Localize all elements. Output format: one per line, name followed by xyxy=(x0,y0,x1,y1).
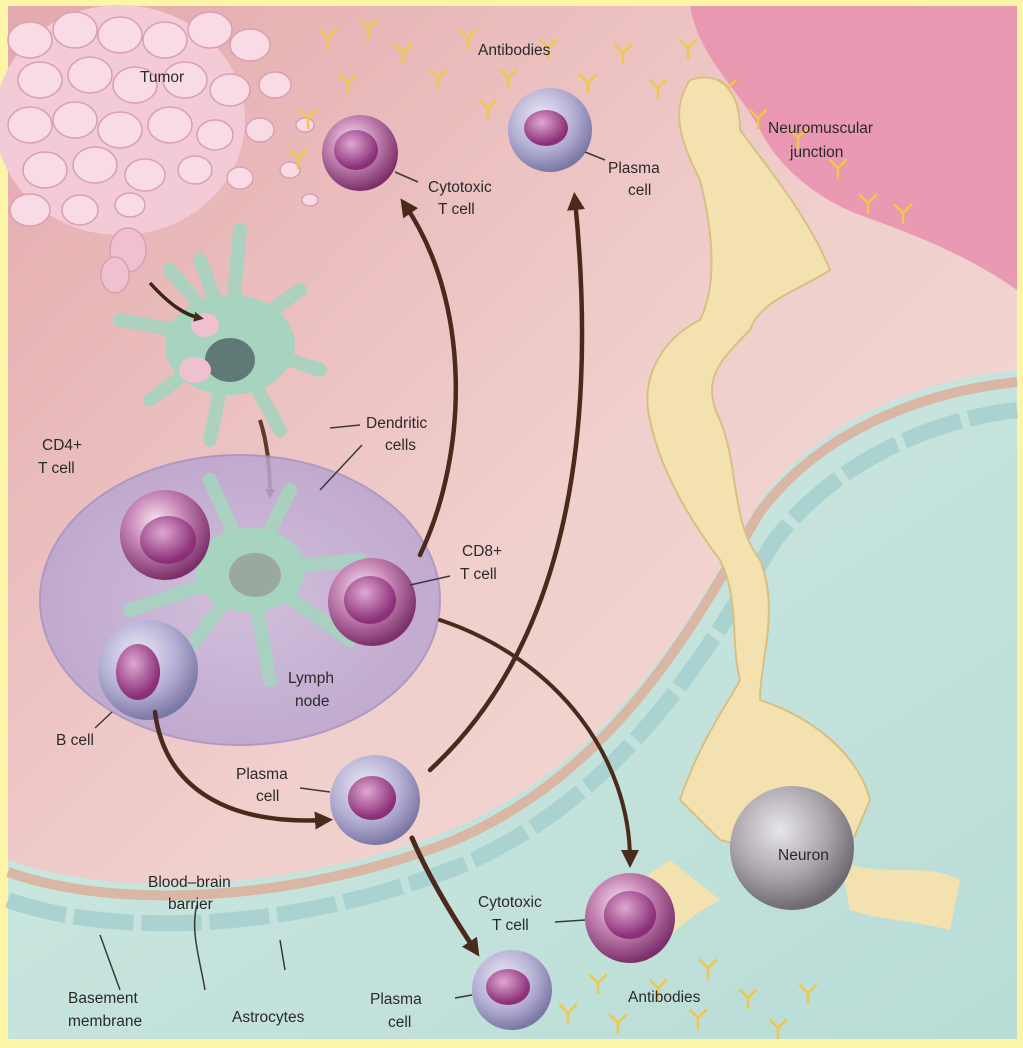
label-plasma-bottom-cell: cell xyxy=(388,1014,411,1031)
label-neuron: Neuron xyxy=(778,847,829,864)
label-antibodies-top: Antibodies xyxy=(478,42,551,59)
label-cytotoxic-bottom-tcell: T cell xyxy=(492,917,529,934)
label-cd8: CD8+ xyxy=(462,543,502,560)
label-barrier: barrier xyxy=(168,896,213,913)
label-dendritic-cells: cells xyxy=(385,437,416,454)
label-plasma-mid-cell: cell xyxy=(256,788,279,805)
label-cd8-tcell: T cell xyxy=(460,566,497,583)
label-cytotoxic-top-tcell: T cell xyxy=(438,201,475,218)
plasma-cell-middle xyxy=(330,755,420,845)
label-cytotoxic-bottom: Cytotoxic xyxy=(478,894,542,911)
cytotoxic-t-cell-bottom xyxy=(585,873,675,963)
b-cell xyxy=(98,620,198,720)
label-neuromuscular-junction: junction xyxy=(789,144,843,161)
cd8-t-cell xyxy=(328,558,416,646)
label-basement: Basement xyxy=(68,990,138,1007)
label-tumor: Tumor xyxy=(140,69,184,86)
label-plasma-bottom: Plasma xyxy=(370,991,422,1008)
label-antibodies-bottom: Antibodies xyxy=(628,989,701,1006)
label-astrocytes: Astrocytes xyxy=(232,1009,305,1026)
label-cd4-tcell: T cell xyxy=(38,460,75,477)
label-plasma-mid: Plasma xyxy=(236,766,288,783)
label-plasma-top-cell: cell xyxy=(628,182,651,199)
plasma-cell-top xyxy=(508,88,592,172)
label-lymph: Lymph xyxy=(288,670,334,687)
label-blood-brain: Blood–brain xyxy=(148,874,231,891)
label-lymph-node: node xyxy=(295,693,329,710)
label-b-cell: B cell xyxy=(56,732,94,749)
label-membrane: membrane xyxy=(68,1013,142,1030)
cytotoxic-t-cell-top xyxy=(322,115,398,191)
label-dendritic: Dendritic xyxy=(366,415,427,432)
label-cytotoxic-top: Cytotoxic xyxy=(428,179,492,196)
label-neuromuscular: Neuromuscular xyxy=(768,120,873,137)
label-plasma-top: Plasma xyxy=(608,160,660,177)
plasma-cell-bottom xyxy=(472,950,552,1030)
label-cd4: CD4+ xyxy=(42,437,82,454)
cd4-t-cell xyxy=(120,490,210,580)
